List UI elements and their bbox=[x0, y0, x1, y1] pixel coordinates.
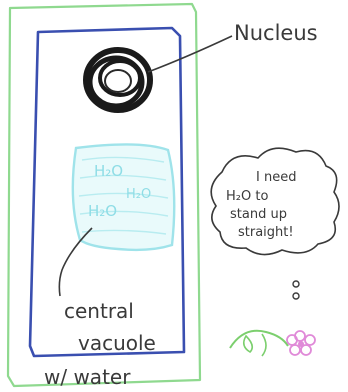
vacuole-label-line2: vacuole bbox=[78, 331, 156, 355]
speech-line-1: I need bbox=[256, 170, 296, 185]
drooping-flower bbox=[230, 331, 315, 356]
speech-line-4: straight! bbox=[238, 225, 294, 240]
nucleus-pointer-line bbox=[148, 36, 232, 72]
speech-line-3: stand up bbox=[230, 207, 287, 222]
thought-dots bbox=[293, 281, 299, 299]
water-label-2: H₂O bbox=[88, 202, 117, 220]
vacuole-label-line1: central bbox=[64, 299, 134, 323]
speech-line-2: H₂O to bbox=[226, 189, 268, 204]
nucleus bbox=[86, 50, 150, 110]
vacuole-label-line3: w/ water bbox=[44, 365, 131, 389]
water-label-1: H₂O bbox=[94, 162, 123, 180]
nucleus-label: Nucleus bbox=[234, 21, 318, 45]
water-label-3: H₂O bbox=[126, 187, 151, 202]
